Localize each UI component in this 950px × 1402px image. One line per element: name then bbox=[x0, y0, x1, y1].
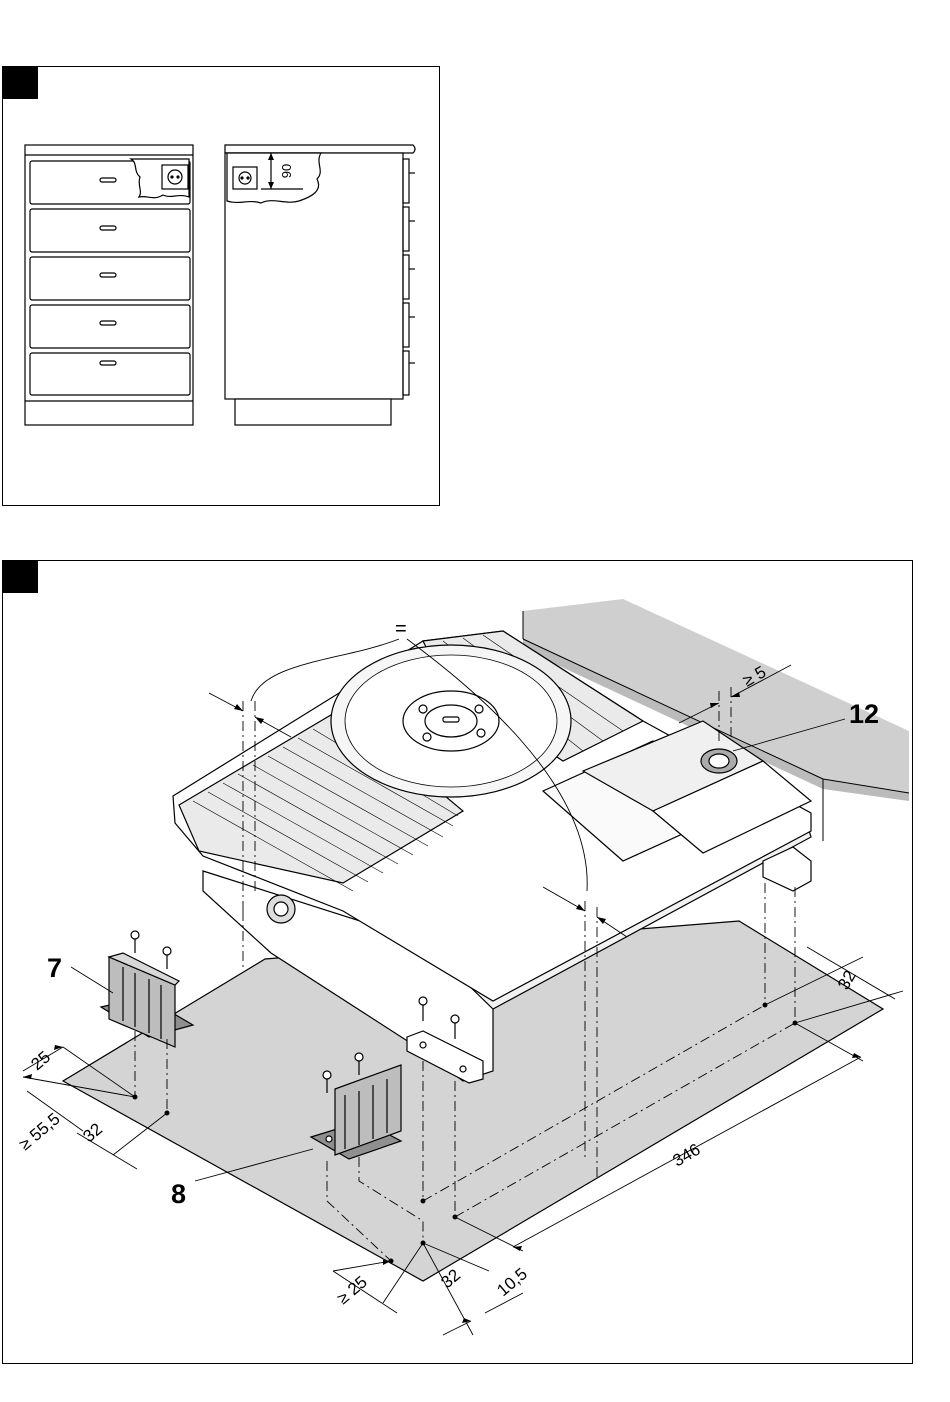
figure-1-drawing: 90 bbox=[3, 67, 439, 505]
dimension-346-label: 346 bbox=[670, 1140, 704, 1171]
callout-part-7: 7 bbox=[47, 953, 62, 983]
side-cabinet bbox=[225, 145, 415, 425]
dimension-25-bottom-label: ≥ 25 bbox=[333, 1272, 370, 1308]
dimension-equal-label: = bbox=[395, 618, 407, 640]
dimension-32-left-label: 32 bbox=[79, 1119, 106, 1146]
front-cabinet bbox=[25, 145, 193, 425]
dimension-25-left-label: 25 bbox=[27, 1047, 54, 1074]
dimension-55-5-label: ≥ 55,5 bbox=[15, 1109, 63, 1154]
figure-2-panel: 7 8 12 = ≥ 5 32 346 25 ≥ 55,5 32 ≥ 25 32… bbox=[2, 560, 913, 1364]
callout-part-12: 12 bbox=[849, 699, 879, 729]
callout-part-8: 8 bbox=[171, 1179, 186, 1209]
dimension-10-5-label: 10,5 bbox=[493, 1264, 531, 1300]
figure-2-drawing: 7 8 12 = ≥ 5 32 346 25 ≥ 55,5 32 ≥ 25 32… bbox=[3, 561, 912, 1363]
figure-1-panel: 90 bbox=[2, 66, 440, 506]
dimension-90-label: 90 bbox=[279, 164, 294, 178]
